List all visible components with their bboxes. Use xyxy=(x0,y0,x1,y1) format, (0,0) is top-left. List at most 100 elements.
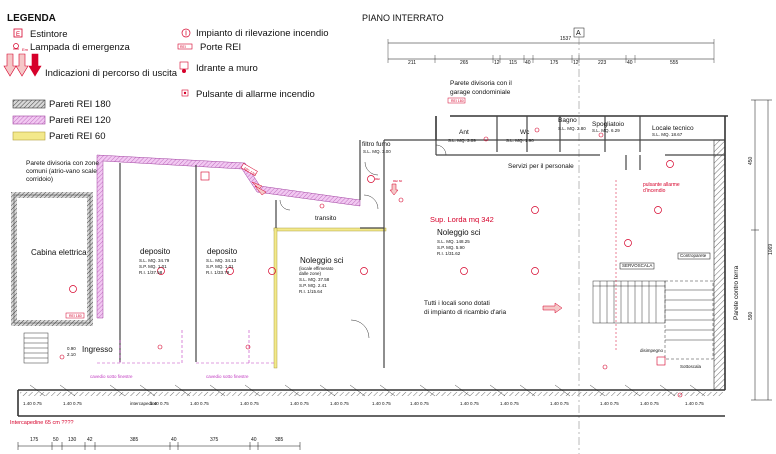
legend-label-hydrant: Idrante a muro xyxy=(196,63,258,74)
dim-part: 265 xyxy=(460,60,469,66)
noleggio-1-line: dalle zone) xyxy=(299,271,322,276)
room-bagno: Bagno xyxy=(558,117,577,124)
window-markers xyxy=(29,384,706,397)
legend-label-doors: Porte REI xyxy=(200,42,241,53)
label-intercapedine: intercapedine xyxy=(130,401,158,406)
extinguisher-symbol: E xyxy=(16,32,20,38)
bottom-dimensions xyxy=(17,442,301,450)
rei60-walls xyxy=(273,227,387,369)
dim-bottom: 385 xyxy=(130,437,139,443)
room-servizi: Servizi per il personale xyxy=(508,163,574,170)
dim-part: 40 xyxy=(627,60,633,66)
legend-label-rei60: Pareti REI 60 xyxy=(49,131,106,142)
dim-part: 40 xyxy=(525,60,531,66)
rei-door-label: REI 180 xyxy=(69,314,82,318)
room-ingresso: Ingresso xyxy=(82,345,113,354)
lightwell-1: cavedio sotto finestre xyxy=(90,374,133,379)
cabina-walls xyxy=(11,192,93,326)
noleggio-1-line: S.P. MQ. 2.41 xyxy=(299,283,327,288)
dim-part: 555 xyxy=(670,60,679,66)
section-marker: A xyxy=(573,27,585,38)
window-labels: 1.40 0.75 1.40 0.75 1.40 0.75 1.40 0.75 … xyxy=(23,401,704,406)
window-label: 1.40 0.75 xyxy=(500,401,519,406)
room-wc: Wc xyxy=(520,129,530,136)
fire-symbols xyxy=(69,160,674,293)
room-cabina: Cabina elettrica xyxy=(31,248,87,257)
room-deposito-1: deposito xyxy=(140,247,171,256)
wall-hydrant-icon xyxy=(179,61,189,73)
rei-door-label: REI 120 xyxy=(243,167,256,177)
legend-label-rei180: Pareti REI 180 xyxy=(49,99,111,110)
exit-route-arrows-icon xyxy=(3,53,42,77)
noleggio-1-line: S.L. MQ. 37.58 xyxy=(299,277,330,282)
rei120-swatch xyxy=(12,115,46,125)
rei-door-label: REI xyxy=(375,177,380,181)
spogliatoio-area: S.L. MQ. 6.29 xyxy=(592,128,620,133)
bottom-dimension-labels: 175 50 130 42 385 40 375 40 385 xyxy=(30,437,284,443)
noleggio-1-line: (locale effimerato xyxy=(299,266,334,271)
filtro-fumo-area: S.L. MQ. 3.00 xyxy=(363,149,391,154)
dim-part: 115 xyxy=(509,60,517,66)
dim-bottom: 42 xyxy=(87,437,93,443)
dim-right-part: 450 xyxy=(748,156,754,165)
dim-part: 175 xyxy=(550,60,559,66)
door-size: 2.10 xyxy=(67,352,76,357)
door-swings xyxy=(279,144,447,339)
section-marker-label: A xyxy=(576,30,581,37)
legend-label-lamp: Lampada di emergenza xyxy=(30,42,131,53)
top-dimension-labels: 1537 211 265 12 115 40 175 12 223 40 555 xyxy=(408,36,679,66)
deposito-2-ri: R.I. 1/33.79 xyxy=(206,270,230,275)
dim-bottom: 175 xyxy=(30,437,39,443)
note-alarm-button: pulsante allarme d'incendio xyxy=(643,182,681,194)
room-deposito-2: deposito xyxy=(207,247,238,256)
legend-label-rei120: Pareti REI 120 xyxy=(49,115,111,126)
window-label: 1.40 0.75 xyxy=(640,401,659,406)
door-size: 0.90 xyxy=(67,346,76,351)
rei-door-icon: REI xyxy=(177,43,193,50)
label-parete-terra: Parete contro terra xyxy=(733,265,740,320)
note-partition-garage: Parete divisoria con il garage condomini… xyxy=(450,80,514,96)
dim-bottom: 385 xyxy=(275,437,284,443)
deposito-1-area: S.L. MQ. 34.79 xyxy=(139,258,170,263)
rei-door-label: REI 60 xyxy=(393,179,403,183)
lightwell-lines xyxy=(97,330,275,364)
legend-label-detection: Impianto di rilevazione incendio xyxy=(196,28,329,39)
entrance-stairs xyxy=(23,332,49,364)
lightwell-2: cavedio sotto finestre xyxy=(206,374,249,379)
noleggio-2-line: S.L. MQ. 148.25 xyxy=(437,239,470,244)
rei120-walls xyxy=(96,154,361,319)
extinguisher-icon xyxy=(13,28,23,38)
note-partition-zones: Parete divisoria con zone comuni (atrio-… xyxy=(26,160,101,183)
dim-part: 211 xyxy=(408,60,416,66)
noleggio-1-line: R.I. 1/15.64 xyxy=(299,289,323,294)
dim-overall: 1537 xyxy=(560,36,571,42)
exit-arrows-plan xyxy=(251,181,563,314)
window-label: 1.40 0.75 xyxy=(372,401,391,406)
room-spogliatoio: Spogliatoio xyxy=(592,121,625,128)
window-label: 1.40 0.75 xyxy=(460,401,479,406)
room-labels: Parete divisoria con zone comuni (atrio-… xyxy=(10,80,740,426)
servoscala-box xyxy=(619,262,655,270)
bagno-area: S.L. MQ. 2.80 xyxy=(558,126,586,131)
window-label: 1.40 0.75 xyxy=(150,401,169,406)
dim-part: 12 xyxy=(494,60,500,66)
room-noleggio-1: Noleggio sci xyxy=(300,256,344,265)
dim-bottom: 40 xyxy=(171,437,177,443)
main-staircase xyxy=(592,280,714,360)
deposito-2-area: S.L. MQ. 34.13 xyxy=(206,258,237,263)
controparete-box xyxy=(677,252,711,260)
room-transito: transito xyxy=(315,215,337,222)
gross-area: Sup. Lorda mq 342 xyxy=(430,215,494,224)
rei-door-labels: REI 120 REI 180 REI 180 REI REI 60 xyxy=(69,99,464,318)
window-label: 1.40 0.75 xyxy=(190,401,209,406)
earth-wall xyxy=(713,139,726,391)
label-servoscala: SERVOSCALA xyxy=(622,263,652,268)
room-locale-tecnico: Locale tecnico xyxy=(652,125,694,132)
dim-part: 223 xyxy=(598,60,607,66)
window-label: 1.40 0.75 xyxy=(23,401,42,406)
legend: LEGENDA E Estintore Em Lampada di emerge… xyxy=(3,13,329,142)
window-label: 1.40 0.75 xyxy=(290,401,309,406)
note-air-change: Tutti i locali sono dotati di impianto d… xyxy=(424,300,507,316)
deposito-1-sp: S.P. MQ. 1.01 xyxy=(139,264,167,269)
